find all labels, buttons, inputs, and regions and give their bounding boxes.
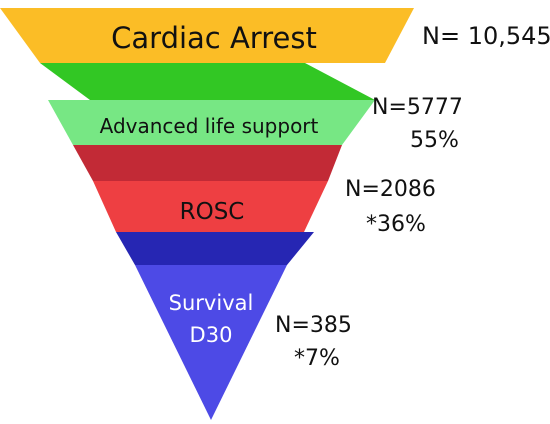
stage-als-label: Advanced life support xyxy=(100,114,319,138)
stage-survival-label-line2: D30 xyxy=(190,323,233,347)
stage-rosc-percent: *36% xyxy=(366,212,426,237)
stage-cardiac-arrest-shape xyxy=(0,8,414,63)
stage-cardiac-arrest-count: N= 10,545 xyxy=(422,22,550,50)
stage-cardiac-arrest-label: Cardiac Arrest xyxy=(111,21,317,55)
connector-rosc-to-survival xyxy=(116,232,314,265)
connector-cardiac-to-als xyxy=(40,63,375,100)
stage-survival-count: N=385 xyxy=(275,313,352,338)
stage-rosc-count: N=2086 xyxy=(345,177,436,202)
stage-survival-shape xyxy=(135,265,287,420)
connector-als-to-rosc xyxy=(73,145,342,181)
stage-rosc-label: ROSC xyxy=(180,199,245,225)
stage-als-shape xyxy=(48,100,375,145)
stage-rosc-shape xyxy=(93,181,328,232)
stage-survival-percent: *7% xyxy=(294,346,340,371)
stage-survival-label: Survival xyxy=(169,291,254,315)
stage-als-count: N=5777 xyxy=(372,95,463,120)
stage-als-percent: 55% xyxy=(410,128,459,153)
